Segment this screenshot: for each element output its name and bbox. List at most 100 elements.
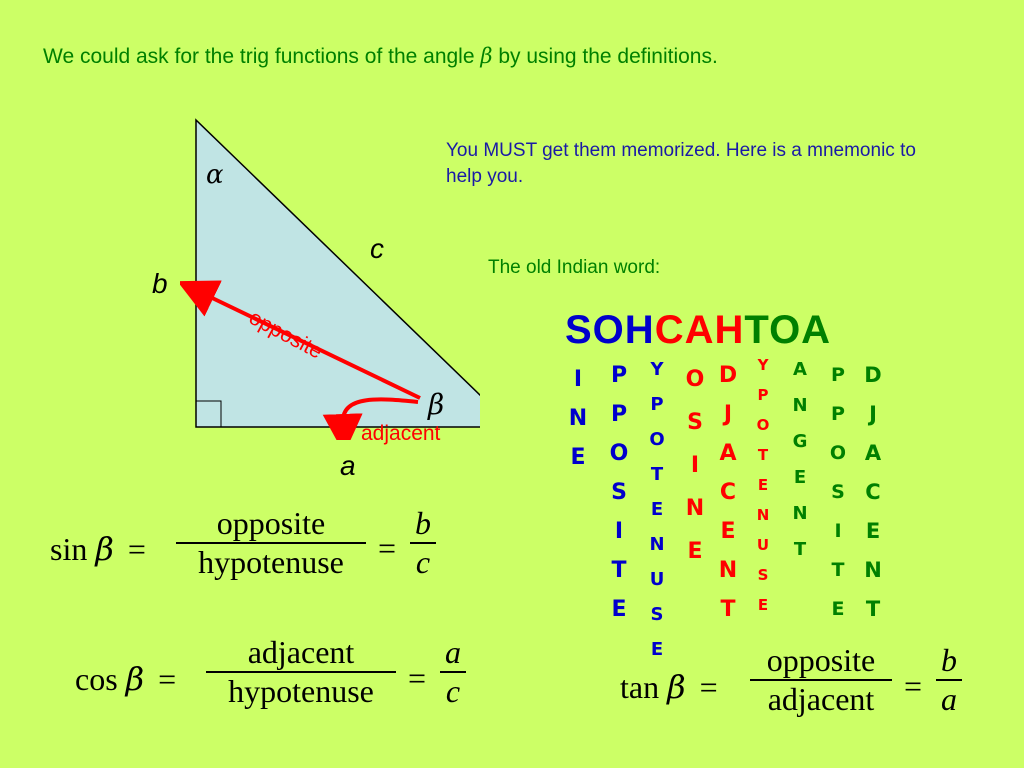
tan-fn: tan [620, 669, 660, 705]
cos-denominator: hypotenuse [228, 673, 374, 709]
column-letter: E [720, 519, 736, 544]
right-triangle-diagram [180, 118, 480, 440]
column-letter: O [756, 416, 770, 434]
tan-eq: = [699, 669, 718, 705]
side-a-label: a [340, 450, 356, 481]
title-after: by using the definitions. [492, 45, 718, 68]
sin-beta: β [95, 530, 114, 568]
column-letter: N [685, 496, 705, 521]
tan-numerator: opposite [766, 642, 876, 678]
column-letter: P [650, 394, 664, 415]
tan-den2: a [941, 681, 957, 717]
column-letter: S [650, 604, 664, 625]
column-letter: P [831, 364, 845, 386]
cos-beta: β [125, 660, 145, 698]
adjacent-label: adjacent [361, 422, 441, 445]
sin-den2: c [415, 544, 431, 580]
column-letter: C [865, 480, 881, 504]
sin-eq2: = [378, 530, 397, 566]
sin-fraction-bar [176, 542, 366, 544]
column-letter: S [611, 480, 627, 505]
tan-fraction: opposite adjacent [750, 642, 892, 718]
column-letter: Y [650, 359, 664, 380]
tan-num2: b [941, 642, 957, 678]
column-letter: N [864, 558, 882, 582]
indian-word-label: The old Indian word: [488, 257, 661, 278]
sin-formula-lhs: sin β = [50, 530, 146, 568]
opposite-arrow [180, 280, 421, 400]
cos-formula-lhs: cos β = [75, 660, 176, 698]
side-b-label: b [152, 268, 168, 299]
adjacent-arrow [322, 397, 419, 440]
cos-fn: cos [75, 661, 118, 697]
column-letter: O [609, 441, 629, 466]
cos-fraction-letters: a c [440, 634, 466, 710]
right-angle-marker [196, 400, 222, 427]
cos-fraction: adjacent hypotenuse [206, 634, 396, 710]
column-letter: I [690, 453, 700, 478]
sin-fraction-bar2 [410, 542, 436, 544]
column-letter: I [834, 520, 842, 542]
column-letter: P [610, 402, 628, 427]
column-letter: T [650, 464, 664, 485]
column-letter: P [757, 386, 769, 404]
column-letter: A [793, 359, 807, 380]
sin-fn: sin [50, 531, 88, 567]
sin-num2: b [415, 505, 431, 541]
column-letter: E [793, 467, 807, 488]
column-letter: I [573, 367, 583, 392]
tan-beta: β [667, 668, 686, 706]
column-letter: C [719, 480, 737, 505]
cos-fraction-bar [206, 671, 396, 673]
cos-numerator: adjacent [247, 634, 355, 670]
alpha-label: α [206, 160, 224, 190]
column-letter: P [610, 363, 628, 388]
sin-fraction: opposite hypotenuse [176, 505, 366, 581]
column-letter: D [864, 363, 882, 387]
beta-symbol: β [480, 44, 493, 68]
column-letter: A [719, 441, 737, 466]
column-letter: T [793, 539, 807, 560]
column-letter: E [611, 597, 627, 622]
column-letter: E [687, 539, 703, 564]
column-letter: U [756, 536, 770, 554]
column-letter: E [757, 476, 769, 494]
tan-fraction-letters: b a [936, 642, 962, 718]
cos-fraction-bar2 [440, 671, 466, 673]
column-letter: E [650, 639, 664, 660]
column-letter: E [865, 519, 881, 543]
column-letter: T [757, 446, 769, 464]
column-letter: N [756, 506, 770, 524]
cos-num2: a [445, 634, 461, 670]
soh-text: SOH [565, 308, 655, 352]
column-letter: S [831, 481, 845, 503]
column-letter: P [831, 403, 845, 425]
column-letter: E [570, 445, 586, 470]
sin-numerator: opposite [216, 505, 326, 541]
column-letter: G [792, 431, 808, 452]
tan-eq2: = [904, 668, 923, 704]
column-letter: O [649, 429, 665, 450]
column-letter: A [864, 441, 882, 465]
column-letter: I [614, 519, 624, 544]
column-letter: N [568, 406, 588, 431]
toa-text: TOA [744, 308, 832, 352]
column-letter: T [831, 559, 845, 581]
cos-eq: = [158, 661, 177, 697]
sin-denominator: hypotenuse [198, 544, 344, 580]
column-letter: D [718, 363, 738, 388]
column-letter: O [685, 367, 705, 392]
column-letter: O [829, 442, 847, 464]
column-letter: E [757, 596, 769, 614]
sohcahtoa-word: SOHCAHTOA [565, 308, 831, 353]
column-letter: N [792, 395, 808, 416]
column-letter: S [757, 566, 769, 584]
cos-den2: c [445, 673, 461, 709]
